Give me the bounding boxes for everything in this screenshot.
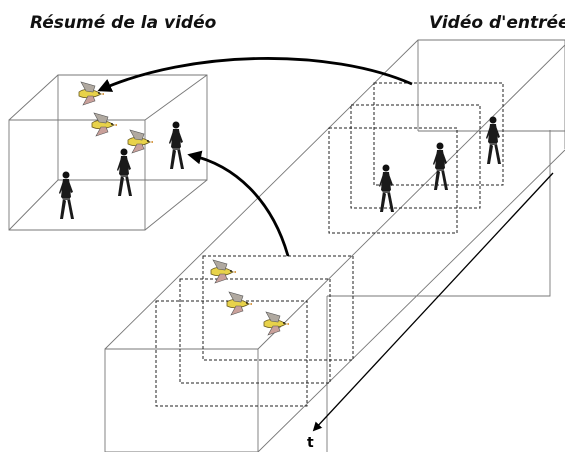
input-video-title: Vidéo d'entrée: [429, 13, 565, 33]
input-birds: [210, 259, 290, 336]
walking-person-icon: [486, 116, 501, 164]
video-pipeline: [104, 39, 565, 453]
bird-tube-frames: [155, 255, 354, 407]
walking-person-icon: [117, 148, 132, 196]
flying-bird-icon: [127, 129, 154, 154]
walking-person-icon: [59, 171, 74, 219]
time-axis-label: t: [307, 435, 314, 451]
flying-bird-icon: [263, 311, 290, 336]
summary-title: Résumé de la vidéo: [30, 13, 217, 33]
person-tube-frames: [328, 82, 504, 234]
flying-bird-icon: [210, 259, 237, 284]
walking-person-icon: [379, 164, 394, 212]
flying-bird-icon: [226, 291, 253, 316]
birds-to-summary-arrow: [187, 150, 290, 257]
time-axis-arrow: [312, 172, 554, 432]
walking-person-icon: [433, 142, 448, 190]
persons-to-summary-arrow: [97, 57, 413, 92]
flying-bird-icon: [91, 112, 118, 137]
flying-bird-icon: [78, 81, 105, 106]
summary-figures: [59, 81, 184, 219]
walking-person-icon: [169, 121, 184, 169]
summary-box: [8, 74, 208, 231]
